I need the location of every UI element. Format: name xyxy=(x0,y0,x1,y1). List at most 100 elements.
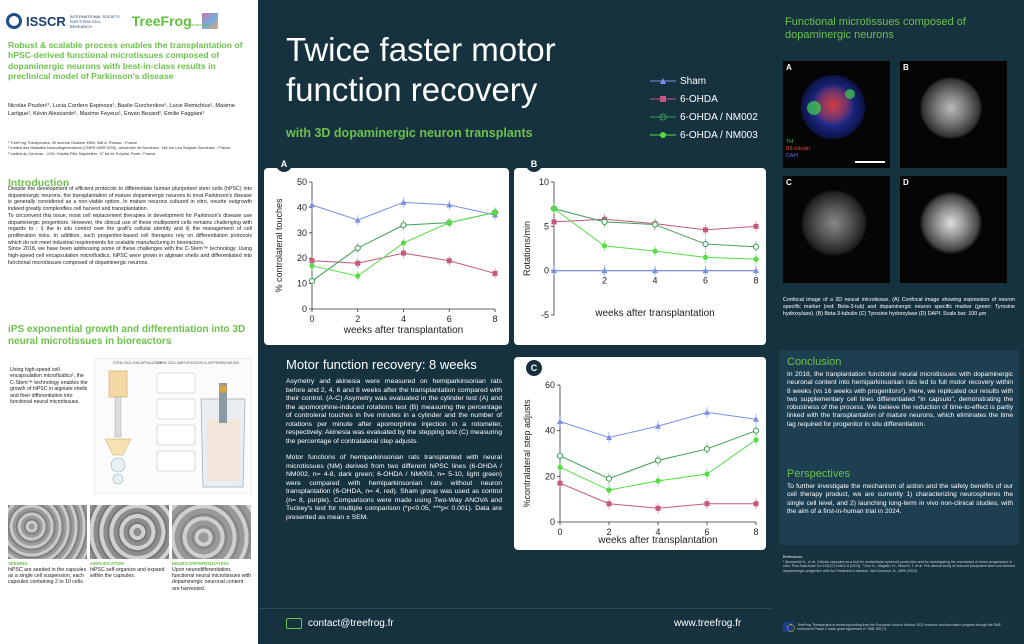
data-point xyxy=(702,254,709,260)
data-point xyxy=(308,277,316,285)
scale-bar xyxy=(855,161,885,163)
data-point xyxy=(606,487,612,493)
data-point xyxy=(354,217,361,223)
data-point xyxy=(651,221,659,228)
y-tick-label: 20 xyxy=(297,253,307,263)
stain-legend: TH B3-tubulin DAPI xyxy=(786,139,810,160)
data-point xyxy=(492,270,498,276)
data-point xyxy=(400,199,407,205)
data-point xyxy=(655,505,661,511)
panel-badge-b: B xyxy=(526,156,542,172)
x-tick-label: 0 xyxy=(309,314,314,324)
ips-heading: iPS exponential growth and differentiati… xyxy=(8,324,246,347)
motor-heading: Motor function recovery: 8 weeks xyxy=(286,357,477,372)
caption-text: hiPSC self-organize and expand within th… xyxy=(90,567,165,580)
data-point xyxy=(753,437,759,443)
affiliation: ² Institut des Maladies Neurodégénérativ… xyxy=(8,145,231,151)
data-point xyxy=(309,258,315,264)
conclusion-heading: Conclusion xyxy=(787,356,842,368)
data-point xyxy=(606,501,612,507)
data-point xyxy=(557,464,563,470)
data-point xyxy=(556,452,564,459)
authors: Nicolas Prudon¹², Lucia Cordero Espinoza… xyxy=(8,103,235,117)
panel-badge-a: A xyxy=(276,156,292,172)
data-point xyxy=(704,409,710,415)
affiliations: ¹ TreeFrog Therapeutics, 30 avenue Gusta… xyxy=(8,140,252,156)
perspectives-heading: Perspectives xyxy=(787,468,850,480)
panel-badge-c: C xyxy=(526,360,542,376)
chart-legend: Sham 6-OHDA 6-OHDA / NM002 6-OHDA / NM00… xyxy=(650,72,770,144)
data-point xyxy=(601,267,608,274)
seeding-micrograph xyxy=(8,505,87,559)
x-tick-label: 6 xyxy=(447,314,452,324)
logo-bar: ISSCR INTERNATIONAL SOCIETY FOR STEM CEL… xyxy=(6,8,252,34)
data-point xyxy=(655,478,661,484)
legend-item-6ohda: 6-OHDA xyxy=(650,90,770,108)
data-point xyxy=(605,475,613,482)
confocal-panel-b: B xyxy=(900,61,1007,168)
affiliation: ³ Institut du Cerveau – ICM, Hôpital Pit… xyxy=(8,150,156,156)
data-point xyxy=(702,267,709,274)
x-tick-label: 2 xyxy=(355,314,360,324)
confocal-panel-c: C xyxy=(783,176,890,283)
conclusion-box: Conclusion In 2018, the tranplantation f… xyxy=(779,350,1019,545)
y-tick-label: 0 xyxy=(544,266,549,276)
data-point xyxy=(753,416,759,422)
eu-funding: TreeFrog Therapeutics is receiving fundi… xyxy=(783,620,1015,634)
poster-title: Robust & scalable process enables the tr… xyxy=(8,40,243,82)
website-link[interactable]: www.treefrog.fr xyxy=(674,618,742,629)
main-title: Twice faster motor function recovery xyxy=(286,30,556,110)
figure-label-amplification: STEM CELL AMPLIFICATION & DIFFERENTIATIO… xyxy=(157,361,240,365)
caption-heading: NEURO-DIFFERENTIATION xyxy=(172,561,229,566)
x-tick-label: 2 xyxy=(606,527,611,537)
x-tick-label: 0 xyxy=(557,527,562,537)
perspectives-text: To further investigate the mechanism of … xyxy=(787,483,1013,515)
isscr-logo-text: ISSCR xyxy=(26,13,66,29)
confocal-panel-d: D xyxy=(900,176,1007,283)
x-axis-label: weeks after transplantation xyxy=(597,535,718,546)
legend-label: 6-OHDA xyxy=(680,93,718,105)
data-point xyxy=(601,218,608,226)
data-point xyxy=(702,240,709,248)
footer xyxy=(258,608,772,644)
eu-flag-icon xyxy=(783,622,796,632)
intro-paragraph: Despite the development of efficient pro… xyxy=(8,186,252,213)
confocal-panel-a: A TH B3-tubulin DAPI xyxy=(783,61,890,168)
caption-text: Upon neurodifferentiation, functional ne… xyxy=(172,567,252,592)
legend-marker xyxy=(650,78,676,84)
email-text[interactable]: contact@treefrog.fr xyxy=(308,618,394,629)
x-tick-label: 4 xyxy=(655,527,660,537)
data-point xyxy=(704,501,710,507)
isscr-logo-icon xyxy=(6,13,22,29)
legend-marker xyxy=(650,132,676,138)
intro-heading: Introduction xyxy=(8,177,70,189)
legend-marker xyxy=(650,96,676,102)
data-point xyxy=(400,222,407,229)
caption-heading: SEEDING xyxy=(8,561,28,566)
data-point xyxy=(652,248,658,254)
data-point xyxy=(601,243,608,249)
y-axis-label: %contralateral step adjusts xyxy=(522,399,532,508)
data-point xyxy=(446,258,452,264)
data-point xyxy=(551,267,557,274)
main-title-line: function recovery xyxy=(286,71,538,108)
differentiation-micrograph xyxy=(172,505,251,559)
main-title-line: Twice faster motor xyxy=(286,31,556,68)
conclusion-text: In 2018, the tranplantation functional n… xyxy=(787,371,1013,428)
data-point xyxy=(652,267,658,274)
data-point xyxy=(752,243,760,250)
y-tick-label: 10 xyxy=(297,279,307,289)
treefrog-logo: TreeFrog xyxy=(131,13,192,29)
contact-email[interactable]: contact@treefrog.fr xyxy=(286,618,394,629)
x-axis-label: weeks after transplantation xyxy=(343,325,464,336)
data-point xyxy=(551,219,557,225)
amplification-micrograph xyxy=(90,505,169,559)
eu-funding-text: TreeFrog Therapeutics is receiving fundi… xyxy=(797,622,1002,631)
references-heading: References xyxy=(783,555,803,559)
right-title: Functional microtissues composed of dopa… xyxy=(785,16,966,41)
motor-paragraph: Asymetry and akinesia were measured on h… xyxy=(286,378,502,445)
stain-label: DAPI xyxy=(786,153,799,159)
